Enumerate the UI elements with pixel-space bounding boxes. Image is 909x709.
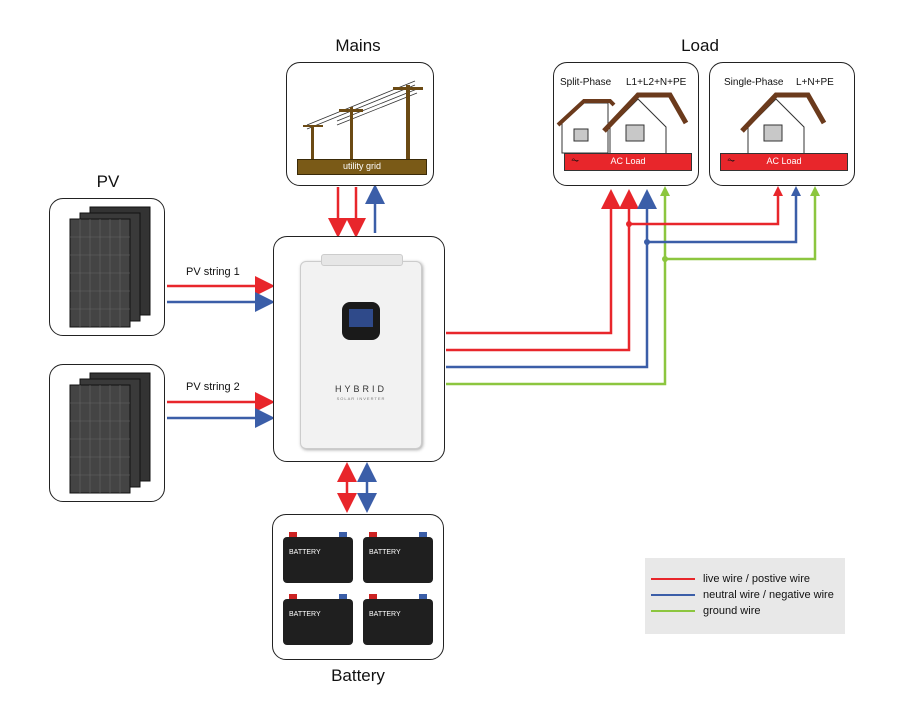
single-ac-load-label: AC Load	[766, 156, 802, 166]
inverter-brand: HYBRID	[334, 384, 387, 394]
solar-panel-icon	[69, 206, 151, 328]
inverter-display	[342, 302, 380, 340]
output-l2-wire	[446, 189, 639, 352]
split-ac-load-bar: ⏦ AC Load	[564, 153, 692, 171]
battery-cell-4: BATTERY	[363, 594, 433, 645]
legend-label: ground wire	[703, 605, 761, 617]
pv-title: PV	[96, 172, 120, 191]
single-phase-config: L+N+PE	[796, 77, 834, 88]
battery-label: BATTERY	[289, 549, 321, 556]
battery-cell-1: BATTERY	[283, 532, 353, 583]
battery-label: BATTERY	[289, 611, 321, 618]
single-ground-branch	[665, 194, 817, 261]
two-houses-icon	[556, 92, 689, 156]
mounting-bracket	[321, 254, 403, 266]
lcd-screen	[349, 309, 373, 327]
split-phase-title: Split-Phase	[560, 77, 612, 88]
mains-box: utility grid	[286, 62, 434, 186]
utility-grid-label: utility grid	[342, 161, 381, 171]
wire-legend: live wire / postive wire neutral wire / …	[645, 558, 845, 634]
single-live-branch	[629, 194, 780, 226]
battery-title: Battery	[331, 666, 385, 685]
inverter-subtitle: SOLAR INVERTER	[336, 396, 386, 401]
sine-icon: ⏦	[727, 155, 736, 166]
legend-item-neutral: neutral wire / negative wire	[651, 588, 834, 602]
single-phase-title: Single-Phase	[724, 77, 784, 88]
pv-array-box-1	[49, 198, 165, 336]
mains-title: Mains	[335, 36, 381, 55]
battery-label: BATTERY	[369, 549, 401, 556]
power-line-icon	[303, 80, 423, 161]
house-icon	[740, 92, 827, 156]
battery-label: BATTERY	[369, 611, 401, 618]
output-l1-wire	[446, 189, 621, 335]
load-title: Load	[681, 36, 719, 55]
sine-icon: ⏦	[571, 155, 580, 166]
single-neutral-branch	[647, 194, 798, 244]
inverter-box: HYBRID SOLAR INVERTER	[273, 236, 445, 462]
output-neutral-wire	[446, 189, 657, 369]
legend-item-ground: ground wire	[651, 604, 760, 618]
battery-bank-box: BATTERY BATTERY BATTERY BATTERY	[272, 514, 444, 660]
hybrid-inverter-unit: HYBRID SOLAR INVERTER	[300, 254, 422, 449]
legend-label: neutral wire / negative wire	[703, 589, 834, 601]
utility-grid-bar: utility grid	[297, 159, 427, 175]
solar-panel-icon	[69, 372, 151, 494]
legend-item-live: live wire / postive wire	[651, 572, 810, 586]
pv-array-box-2	[49, 364, 165, 502]
split-ac-load-label: AC Load	[610, 156, 646, 166]
legend-label: live wire / postive wire	[703, 573, 810, 585]
battery-cell-2: BATTERY	[363, 532, 433, 583]
battery-cell-3: BATTERY	[283, 594, 353, 645]
pv-string-1-label: PV string 1	[186, 266, 240, 278]
split-phase-load-box: Split-Phase L1+L2+N+PE ⏦ AC Load	[553, 62, 699, 186]
split-phase-config: L1+L2+N+PE	[626, 77, 687, 88]
pv-string-2-label: PV string 2	[186, 381, 240, 393]
single-ac-load-bar: ⏦ AC Load	[720, 153, 848, 171]
output-ground-wire	[446, 194, 667, 386]
single-phase-load-box: Single-Phase L+N+PE ⏦ AC Load	[709, 62, 855, 186]
